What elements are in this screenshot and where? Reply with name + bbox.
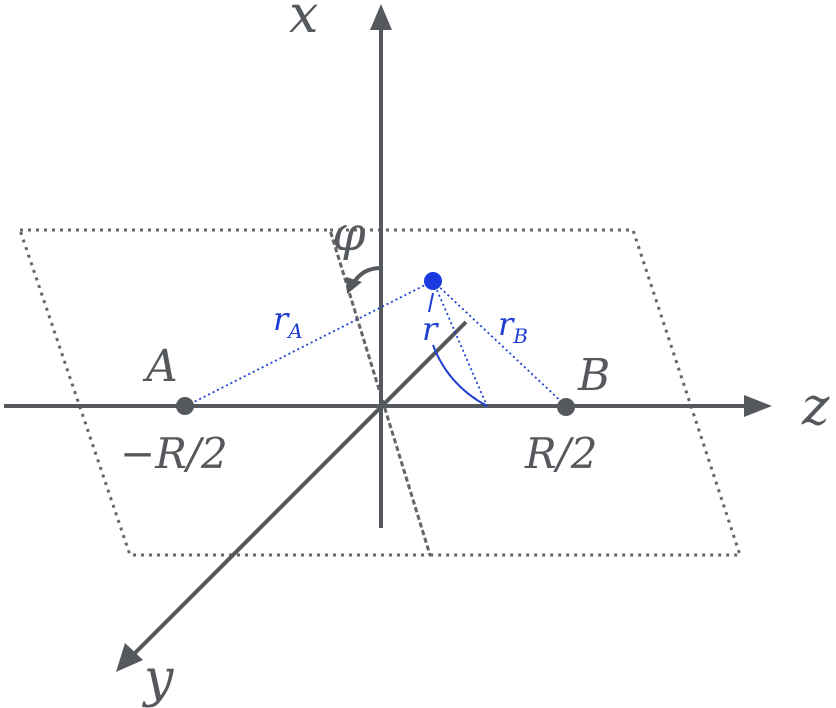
nucleus-b-point [557, 398, 575, 416]
r-angle-arc [432, 344, 488, 407]
r-tick [428, 292, 434, 313]
rb-label: rB [498, 305, 528, 348]
phi-arrowhead [346, 277, 362, 294]
ra-label: rA [273, 300, 303, 343]
rb-label-main: r [498, 305, 515, 343]
ra-label-sub: A [286, 319, 302, 343]
xz-plane-left [17, 228, 433, 557]
nucleus-a-label: A [142, 341, 178, 392]
phi-label: φ [332, 206, 366, 262]
r-label: r [422, 310, 439, 348]
z-axis-arrowhead [744, 395, 772, 417]
nucleus-a-position: −R/2 [120, 429, 228, 478]
nucleus-a-point [176, 397, 194, 415]
rb-line [432, 280, 567, 407]
y-axis-arrowhead [116, 643, 143, 672]
xz-plane-right [327, 228, 743, 557]
rb-label-sub: B [512, 324, 528, 348]
ra-line [185, 280, 434, 407]
x-axis-label: x [289, 0, 318, 45]
ra-label-main: r [273, 300, 290, 338]
y-axis-label: y [142, 649, 174, 708]
x-axis-arrowhead [370, 4, 392, 30]
nucleus-b-label: B [577, 350, 610, 401]
y-axis [126, 320, 468, 662]
z-axis-label: z [801, 377, 830, 437]
nucleus-b-position: R/2 [524, 429, 598, 478]
electron-point [424, 272, 442, 290]
